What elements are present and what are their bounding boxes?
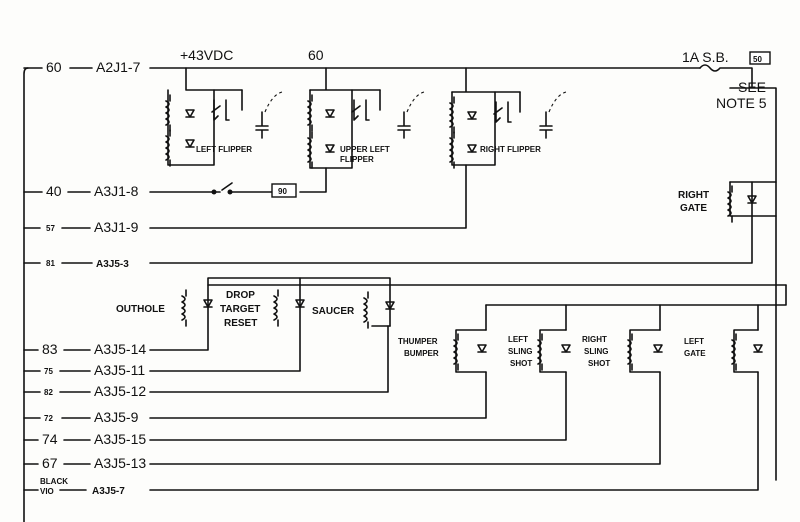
wire-list: 60 A2J1-7 40 A3J1-8 57 A3J1-9 81 A3J5-3 … — [23, 59, 146, 497]
fuse-label: 1A S.B. — [682, 49, 729, 65]
wire-code-40: 40 — [46, 183, 62, 199]
label-right-sling-1: RIGHT — [582, 335, 607, 344]
wire-code-83: 83 — [42, 341, 58, 357]
label-saucer: SAUCER — [312, 306, 355, 317]
note-line-1: SEE — [738, 79, 766, 95]
supply-wire-label: 60 — [308, 47, 324, 63]
coil-left-sling — [537, 333, 571, 371]
label-left-gate-2: GATE — [684, 349, 706, 358]
label-right-gate-1: RIGHT — [678, 190, 709, 201]
wire-code-60: 60 — [46, 59, 62, 75]
label-upper-left-2: FLIPPER — [340, 155, 374, 164]
wire-code-74: 74 — [42, 431, 58, 447]
wire-connector-a3j5-14: A3J5-14 — [94, 341, 146, 357]
supply-label: +43VDC — [180, 47, 233, 63]
label-right-sling-3: SHOT — [588, 359, 610, 368]
coil-thumper-bumper — [453, 333, 487, 371]
switch-box-label: 90 — [278, 187, 287, 196]
wire-connector-a3j5-3: A3J5-3 — [96, 259, 129, 270]
coil-upper-left-flipper — [307, 94, 411, 169]
coil-left-flipper — [165, 94, 269, 167]
wire-connector-a3j5-9: A3J5-9 — [94, 409, 139, 425]
label-thumper-1: THUMPER — [398, 337, 438, 346]
wire-code-57: 57 — [46, 224, 55, 233]
coil-left-gate — [731, 333, 763, 371]
common-bus — [23, 67, 29, 522]
label-right-flipper: RIGHT FLIPPER — [480, 145, 541, 154]
wire-code-75: 75 — [44, 367, 53, 376]
label-outhole: OUTHOLE — [116, 304, 165, 315]
wire-code-vio: VIO — [40, 487, 54, 496]
wire-code-67: 67 — [42, 455, 58, 471]
label-thumper-2: BUMPER — [404, 349, 439, 358]
label-right-gate-2: GATE — [680, 203, 707, 214]
label-left-sling-2: SLING — [508, 347, 532, 356]
wire-code-82: 82 — [44, 388, 53, 397]
fuse-box — [749, 51, 771, 65]
wire-code-81: 81 — [46, 259, 55, 268]
label-drop-3: RESET — [224, 318, 257, 329]
label-right-sling-2: SLING — [584, 347, 608, 356]
wiring — [149, 64, 787, 491]
label-left-sling-3: SHOT — [510, 359, 532, 368]
label-left-sling-1: LEFT — [508, 335, 528, 344]
note-line-2: NOTE 5 — [716, 95, 767, 111]
coil-right-sling — [627, 333, 663, 371]
label-drop-2: TARGET — [220, 304, 260, 315]
label-drop-1: DROP — [226, 290, 255, 301]
wire-connector-a3j5-12: A3J5-12 — [94, 383, 146, 399]
wire-code-72: 72 — [44, 414, 53, 423]
wire-connector-a3j5-13: A3J5-13 — [94, 455, 146, 471]
wire-connector-a3j1-9: A3J1-9 — [94, 219, 139, 235]
label-upper-left-1: UPPER LEFT — [340, 145, 390, 154]
wire-connector-a2j1-7: A2J1-7 — [96, 59, 141, 75]
label-left-gate-1: LEFT — [684, 337, 704, 346]
wire-connector-a3j5-11: A3J5-11 — [94, 362, 145, 378]
wire-color-black: BLACK — [40, 477, 68, 486]
wire-connector-a3j5-15: A3J5-15 — [94, 431, 146, 447]
switch-box — [271, 183, 297, 198]
coil-right-flipper — [449, 96, 553, 169]
wire-connector-a3j5-7: A3J5-7 — [92, 486, 125, 497]
wire-connector-a3j1-8: A3J1-8 — [94, 183, 139, 199]
label-left-flipper: LEFT FLIPPER — [196, 145, 252, 154]
fuse-box-label: 50 — [753, 55, 762, 64]
